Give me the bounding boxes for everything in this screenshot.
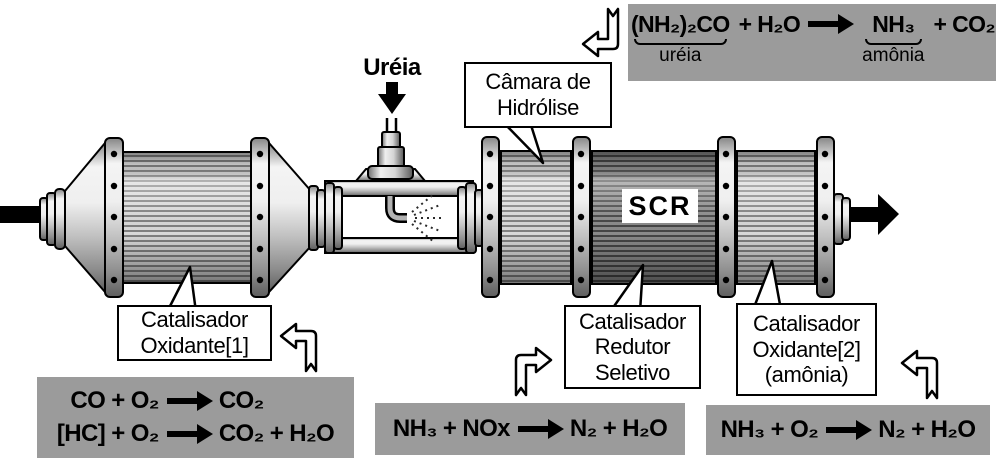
- ammonia-oxidation-equation-box: NH₃ + O₂ N₂ + H₂O: [706, 405, 990, 455]
- underbrace-icon: [633, 39, 727, 45]
- callout-line: Seletivo: [594, 359, 671, 385]
- equation-lhs: NH₃ + NOx: [392, 415, 511, 442]
- reaction-arrow-icon: [808, 21, 839, 27]
- oxidation-catalyst-1-body: [39, 137, 326, 298]
- urea-injector: [353, 82, 444, 243]
- equation-rhs: N₂ + H₂O: [569, 415, 668, 442]
- equation-term-group: NH₃ amônia: [862, 10, 924, 65]
- urea-injection-label: Uréia: [363, 54, 421, 81]
- scr-reaction-equation-box: NH₃ + NOx N₂ + H₂O: [375, 403, 685, 455]
- reaction-arrow-icon: [166, 398, 197, 404]
- callout-line: Oxidante[2]: [752, 336, 861, 362]
- equation-lhs: CO + O₂: [70, 387, 159, 414]
- callout-scr-catalyst: Catalisador Redutor Seletivo: [564, 305, 701, 389]
- callout-oxidation-catalyst-1: Catalisador Oxidante[1]: [117, 305, 272, 361]
- callout-line: (amônia): [764, 362, 849, 388]
- reaction-arrow-icon: [166, 431, 197, 437]
- urea-spray-mist: [411, 193, 444, 243]
- outlet-flow-arrow: [850, 194, 899, 235]
- equation-rhs: CO₂: [218, 387, 264, 414]
- curved-link-arrow-icon-oxidante1: [279, 322, 318, 373]
- reaction-arrow-icon: [517, 426, 548, 432]
- callout-line: Catalisador: [141, 307, 248, 333]
- callout-oxidation-catalyst-2: Catalisador Oxidante[2] (amônia): [736, 303, 877, 396]
- reaction-arrow-icon: [826, 427, 857, 433]
- callout-hydrolysis-chamber: Câmara de Hidrólise: [464, 62, 612, 128]
- equation-term: (NH₂)₂CO: [630, 11, 730, 37]
- equation-term: + CO₂: [933, 11, 996, 37]
- callout-line: Câmara de: [485, 69, 591, 95]
- scr-core-label: SCR: [622, 189, 698, 223]
- equation-term-group: (NH₂)₂CO uréia: [631, 10, 730, 65]
- callout-line: Catalisador: [753, 311, 860, 337]
- equation-rhs: CO₂ + H₂O: [218, 420, 335, 447]
- oxidation-catalyst-1-equations-box: CO + O₂ CO₂ [HC] + O₂ CO₂ + H₂O: [37, 377, 354, 458]
- callout-line: Oxidante[1]: [140, 333, 249, 358]
- equation-lhs: [HC] + O₂: [56, 420, 160, 447]
- equation-term: NH₃: [872, 11, 915, 37]
- callout-line: Hidrólise: [497, 95, 579, 120]
- curved-link-arrow-icon-oxidante2: [900, 349, 939, 400]
- term-note: uréia: [659, 45, 702, 66]
- link-arrows: [279, 7, 939, 400]
- equation-lhs: NH₃ + O₂: [720, 416, 819, 443]
- callout-line: Catalisador: [579, 308, 686, 334]
- term-note: amônia: [862, 45, 925, 66]
- curved-link-arrow-icon-redutor: [514, 346, 553, 397]
- callout-line: Redutor: [594, 334, 671, 360]
- underbrace-icon: [865, 39, 922, 45]
- equation-term: + H₂O: [738, 11, 801, 37]
- mixing-pipe: [324, 180, 484, 254]
- equation-rhs: N₂ + H₂O: [878, 416, 976, 443]
- urea-flow-arrow: [378, 82, 406, 114]
- curved-link-arrow-icon-urea: [581, 7, 620, 58]
- urea-hydrolysis-equation-box: (NH₂)₂CO uréia + H₂O NH₃ amônia + CO₂: [628, 4, 996, 81]
